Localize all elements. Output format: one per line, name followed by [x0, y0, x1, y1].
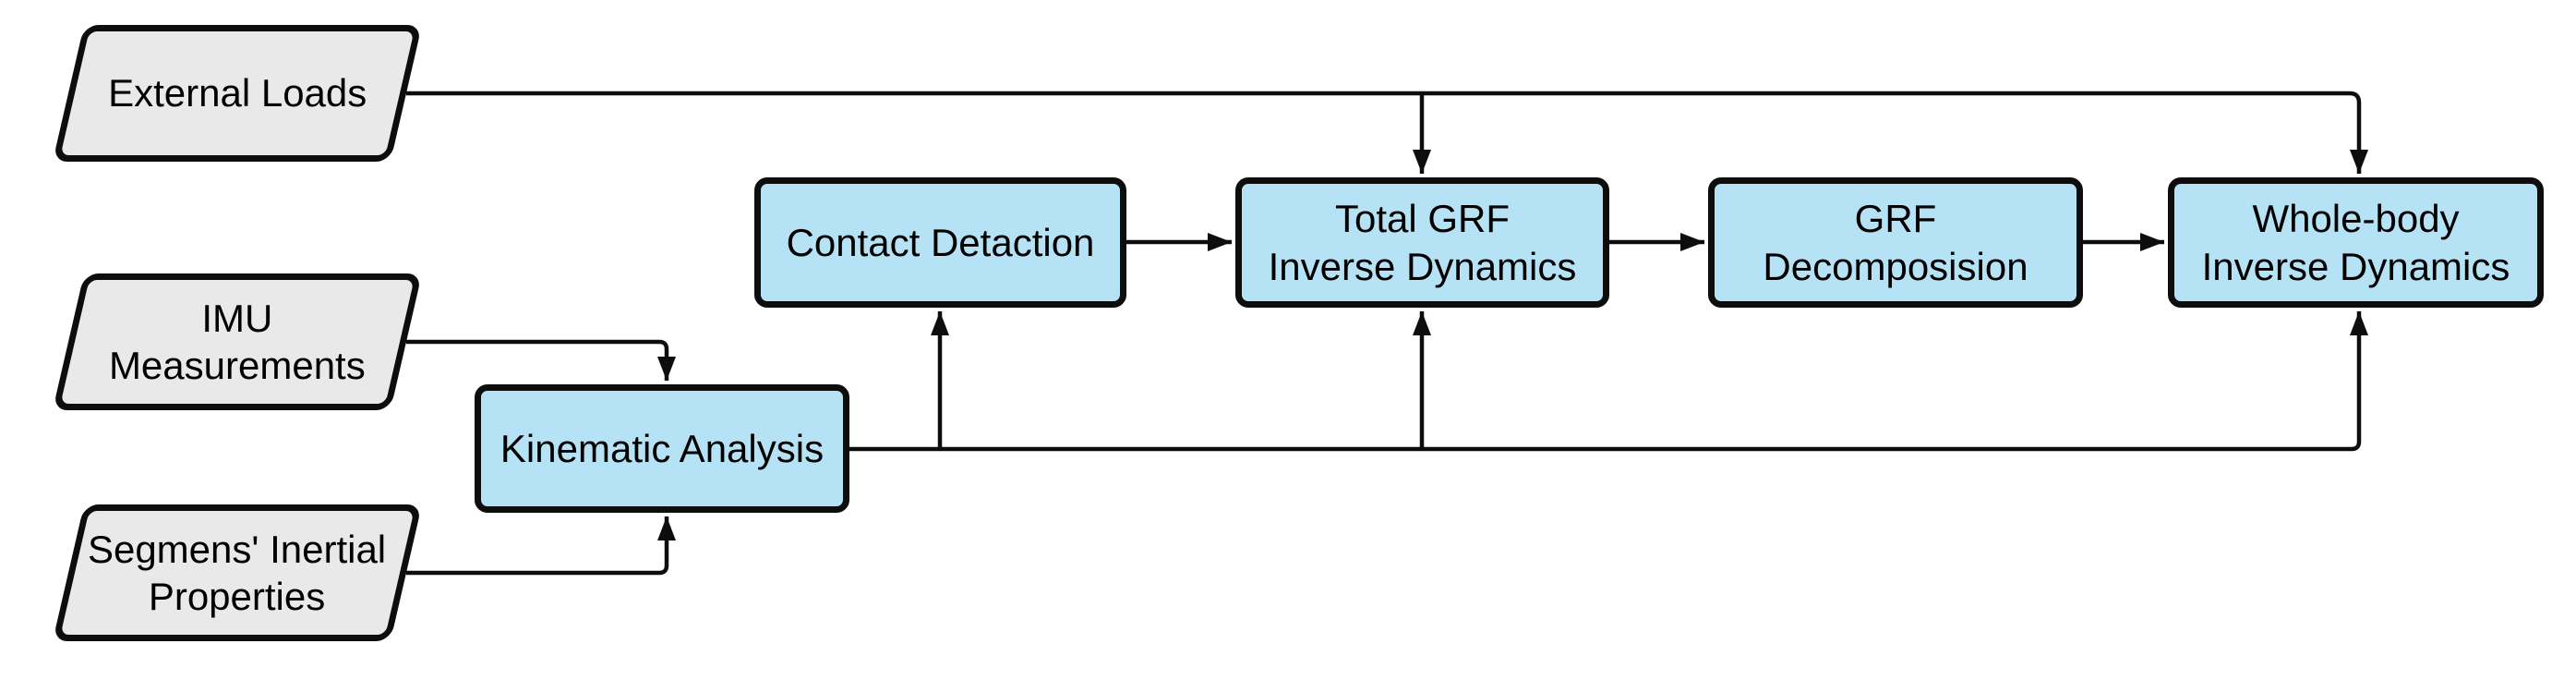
node-kinematic-analysis-label: Kinematic Analysis — [500, 426, 825, 470]
node-grf-decomposition: GRF Decomposision — [1708, 177, 2083, 308]
edge-imu-to-kinematic — [406, 339, 676, 381]
node-whole-body-inverse-dynamics-label: Whole-body Inverse Dynamics — [2201, 197, 2510, 288]
node-segments-inertial-properties: Segmens' Inertial Properties — [52, 504, 423, 641]
node-grf-decomposition-label: GRF Decomposision — [1763, 197, 2028, 288]
node-imu-measurements-label: IMU Measurements — [109, 296, 366, 387]
edge-segments-to-kinematic — [406, 516, 676, 576]
node-segments-inertial-properties-label: Segmens' Inertial Properties — [88, 527, 387, 618]
node-total-grf-inverse-dynamics: Total GRF Inverse Dynamics — [1235, 177, 1609, 308]
node-external-loads: External Loads — [52, 25, 423, 162]
node-contact-detection-label: Contact Detaction — [786, 220, 1095, 264]
node-whole-body-inverse-dynamics: Whole-body Inverse Dynamics — [2168, 177, 2544, 308]
edge-kinematic-to-whole-body — [849, 311, 2368, 452]
node-external-loads-label: External Loads — [107, 71, 367, 115]
node-contact-detection: Contact Detaction — [754, 177, 1126, 308]
node-imu-measurements: IMU Measurements — [52, 273, 423, 410]
edge-external-loads-to-whole-body — [406, 91, 2368, 174]
node-total-grf-inverse-dynamics-label: Total GRF Inverse Dynamics — [1268, 197, 1577, 288]
node-kinematic-analysis: Kinematic Analysis — [475, 384, 849, 513]
